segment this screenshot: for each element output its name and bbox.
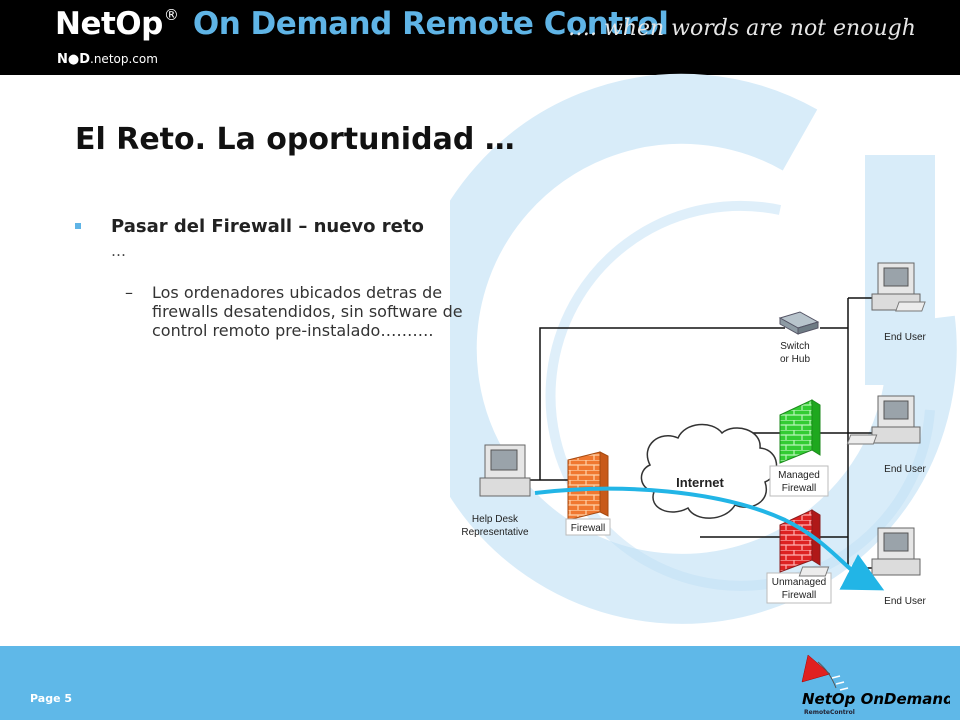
internet-cloud-icon [640, 423, 778, 519]
help-desk-computer-icon [479, 444, 531, 497]
brand-netop: NetOp [55, 6, 163, 42]
switch-label-1: Switch [780, 341, 809, 352]
bullet-dash: – [125, 283, 133, 302]
help-desk-label-2: Representative [461, 527, 529, 538]
unmanaged-firewall-label-2: Firewall [782, 590, 816, 601]
header-banner: NetOp® On Demand Remote Control …. when w… [0, 0, 960, 75]
site-url-domain: .netop.com [90, 52, 158, 66]
bullet-square-icon [75, 223, 81, 229]
page-number: Page 5 [30, 692, 73, 705]
help-desk-label-1: Help Desk [472, 514, 519, 525]
network-lines [530, 297, 875, 569]
brand-title: NetOp® On Demand Remote Control [55, 6, 669, 50]
switch-hub-icon [778, 311, 820, 335]
site-url: N●D.netop.com [57, 52, 158, 67]
end-user-computer-icon-1 [871, 262, 926, 312]
firewall-icon [567, 451, 609, 521]
bullet-sub-text: Los ordenadores ubicados detras de firew… [152, 283, 463, 340]
connection-path-arrow [534, 486, 885, 591]
registered-mark: ® [163, 6, 179, 24]
footer-logo-brand: NetOp OnDemand [802, 690, 950, 708]
firewall-label: Firewall [571, 523, 605, 534]
end-user-label-3: End User [884, 596, 926, 607]
unmanaged-firewall-label-1: Unmanaged [772, 577, 826, 588]
footer-logo-sub: RemoteControl [804, 709, 855, 716]
end-user-computer-icon-2 [846, 395, 921, 445]
tagline: …. when words are not enough [568, 16, 916, 41]
end-user-label-2: End User [884, 464, 926, 475]
switch-label-2: or Hub [780, 354, 810, 365]
slide-title: El Reto. La oportunidad … [75, 122, 515, 157]
end-user-label-1: End User [884, 332, 926, 343]
managed-firewall-label-2: Firewall [782, 483, 816, 494]
internet-label: Internet [676, 475, 724, 490]
bullet-main-ellipsis: … [111, 242, 126, 260]
managed-firewall-label-1: Managed [778, 470, 820, 481]
brand-product: On Demand Remote Control [192, 6, 669, 42]
netop-ondemand-logo-icon: NetOp OnDemand RemoteControl [801, 654, 950, 716]
bullet-main-label: Pasar del Firewall – nuevo reto [111, 216, 424, 237]
network-diagram: Help Desk Representative Firewall Intern… [461, 262, 927, 607]
site-url-nod: N●D [57, 52, 91, 67]
unmanaged-firewall-icon [779, 509, 821, 573]
bullet-main-text: Pasar del Firewall – nuevo reto … [111, 215, 441, 263]
managed-firewall-icon [779, 399, 821, 464]
footer-bar: Page 5 NetOp OnDemand RemoteControl [0, 646, 960, 720]
